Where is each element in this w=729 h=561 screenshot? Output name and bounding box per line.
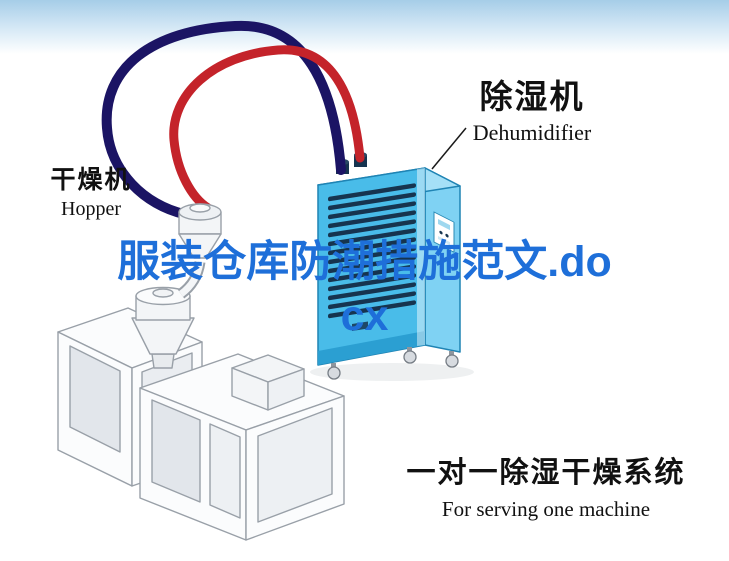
system-caption-en: For serving one machine xyxy=(441,497,651,521)
hose-navy xyxy=(101,20,346,219)
vent-slat xyxy=(328,183,416,202)
cyclone-elbow-inner xyxy=(178,261,204,297)
machine-gearbox-side xyxy=(267,368,305,411)
hopper-label-zh: 干燥机 xyxy=(50,166,132,194)
caster-wheel xyxy=(327,366,341,380)
vent-slat xyxy=(328,300,416,319)
vent-slat xyxy=(328,228,416,247)
cyclone-graphic xyxy=(177,203,222,299)
vent-slat xyxy=(328,210,416,229)
machine-left-front-panel xyxy=(69,345,121,453)
vent-slat xyxy=(328,273,416,292)
hopper-lid-cap xyxy=(152,288,174,298)
vent-slat xyxy=(328,246,416,265)
document-watermark: 服装仓库防潮措施范文.do cx xyxy=(0,236,729,344)
vent-slat xyxy=(328,291,416,310)
watermark-line-2: cx xyxy=(340,291,389,340)
vent-slat xyxy=(328,282,416,301)
vent-grid xyxy=(328,183,416,319)
machine-right-side-panel xyxy=(257,407,333,523)
vent-slat xyxy=(328,237,416,256)
dehumidifier-label-en: Dehumidifier xyxy=(472,120,592,145)
hopper-label: 干燥机 Hopper xyxy=(40,160,142,221)
brand-mark xyxy=(352,321,368,331)
dehumidifier-pointer-line xyxy=(431,127,467,170)
vent-slat xyxy=(328,255,416,274)
sky-gradient xyxy=(0,0,729,54)
vent-slat xyxy=(328,192,416,211)
machine-right-front-panel-a xyxy=(151,399,201,503)
cyclone-cone xyxy=(178,233,222,259)
dehumidifier-label: 除湿机 Dehumidifier xyxy=(448,70,616,146)
caster-wheel xyxy=(445,354,459,368)
caster-wheels xyxy=(327,347,459,380)
machine-right-front-panel-b xyxy=(209,423,241,519)
cyclone-dome-cap xyxy=(189,203,211,213)
system-caption-zh: 一对一除湿干燥系统 xyxy=(406,457,686,489)
dehumidifier-graphic xyxy=(310,152,474,381)
caster-wheel xyxy=(403,350,417,364)
hopper-neck xyxy=(151,353,175,369)
system-caption: 一对一除湿干燥系统 For serving one machine xyxy=(393,449,699,522)
dehumidifier-label-zh: 除湿机 xyxy=(479,78,585,115)
vent-slat xyxy=(328,201,416,220)
dehumidifier-floor-shadow xyxy=(310,363,474,381)
vent-slat xyxy=(328,219,416,238)
vent-slat xyxy=(328,264,416,283)
machine-graphic xyxy=(57,286,345,541)
dehumidifier-door-seam xyxy=(417,168,425,346)
control-panel xyxy=(433,211,455,253)
hose-red xyxy=(169,45,365,213)
watermark-line-1: 服装仓库防潮措施范文.do xyxy=(117,238,612,286)
dehumidifier-base-strip xyxy=(318,331,425,365)
hopper-label-en: Hopper xyxy=(61,198,121,220)
